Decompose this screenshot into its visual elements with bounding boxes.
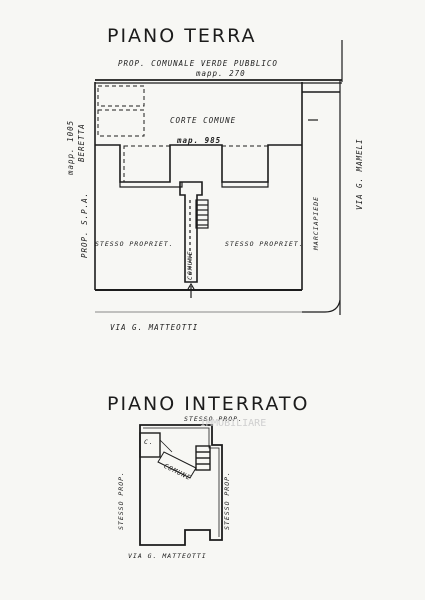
sidewalk-label: MARCIAPIEDE: [312, 195, 320, 250]
basement-room-label: C.: [144, 438, 154, 446]
neighbor-left-owner: BERETTA: [77, 123, 86, 162]
shared-corridor-label: COMUNE: [186, 250, 194, 280]
neighbor-left-company: PROP. S.P.A.: [80, 191, 89, 258]
left-unit-label: STESSO PROPRIET.: [95, 240, 174, 248]
basement-left-label: STESSO PROP.: [117, 471, 125, 530]
shared-corridor: [179, 181, 203, 283]
ground-floor-title: PIANO TERRA: [107, 25, 257, 47]
neighbor-top-label: PROP. COMUNALE VERDE PUBBLICO: [118, 59, 278, 68]
basement-top-label: STESSO PROP.: [184, 415, 243, 423]
sidewalk-curve: [302, 299, 341, 313]
parcel-label: map. 985: [177, 136, 222, 145]
courtyard-outline: [95, 144, 302, 183]
neighbor-top-parcel: mapp. 270: [196, 69, 246, 78]
courtyard-label: CORTE COMUNE: [170, 116, 237, 125]
basement-title: PIANO INTERRATO: [107, 393, 310, 415]
watermark-text: IMMOBILIARE: [200, 418, 267, 429]
street-right-label: VIA G. MAMELI: [355, 138, 364, 210]
basement-street-label: VIA G. MATTEOTTI: [128, 552, 207, 560]
neighbor-left-parcel: mapp. 1005: [66, 119, 75, 175]
street-bottom-label: VIA G. MATTEOTTI: [110, 323, 199, 332]
basement-right-label: STESSO PROP.: [223, 471, 231, 530]
basement-plan: [139, 424, 223, 546]
right-unit-label: STESSO PROPRIET.: [225, 240, 304, 248]
